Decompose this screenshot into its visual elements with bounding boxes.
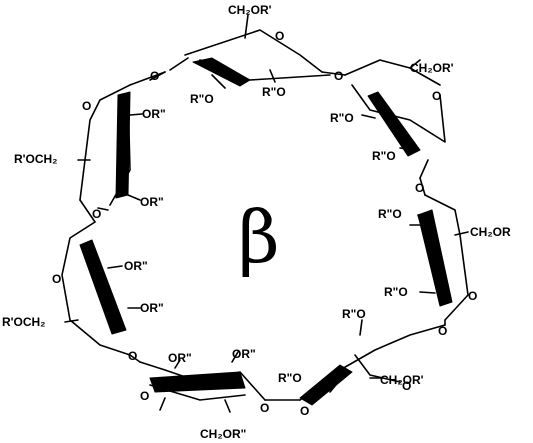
oxygen-label: O <box>128 349 137 363</box>
substituent-label: OR" <box>140 195 164 209</box>
glucose-unit-lower-right <box>299 319 446 406</box>
oxygen-label: O <box>468 289 477 303</box>
substituent-label: R"O <box>262 85 286 99</box>
beta-symbol: β <box>238 195 280 279</box>
substituent-labels: CH₂OR' R"O R"O CH₂OR' R"O R"O OR" R'OCH₂… <box>2 3 511 441</box>
oxygen-labels: O O O O O O O O O O O O O O O <box>52 29 477 418</box>
oxygen-label: O <box>432 89 441 103</box>
oxygen-label: O <box>415 181 424 195</box>
oxygen-label: O <box>260 401 269 415</box>
oxygen-label: O <box>82 99 91 113</box>
substituent-label: OR" <box>168 351 192 365</box>
oxygen-label: O <box>402 379 411 393</box>
substituent-label: OR" <box>124 259 148 273</box>
substituent-label: OR" <box>232 347 256 361</box>
substituent-label: CH₂OR' <box>410 61 454 75</box>
oxygen-label: O <box>150 69 159 83</box>
substituent-label: R"O <box>384 285 408 299</box>
substituent-label: OR" <box>140 301 164 315</box>
glucose-unit-lower-left <box>61 221 141 356</box>
substituent-label: CH₂OR' <box>380 373 424 387</box>
substituent-label: R"O <box>342 307 366 321</box>
substituent-label: R"O <box>278 371 302 385</box>
glucose-unit-top <box>169 14 331 89</box>
substituent-label: R"O <box>190 92 214 106</box>
substituent-label: CH₂OR' <box>228 3 272 17</box>
substituent-label: R"O <box>372 149 396 163</box>
substituent-label: R"O <box>330 111 354 125</box>
substituent-label: OR" <box>142 107 166 121</box>
oxygen-label: O <box>140 389 149 403</box>
glucose-unit-right <box>409 194 469 321</box>
substituent-label: R'OCH₂ <box>14 152 58 166</box>
oxygen-label: O <box>52 272 61 286</box>
substituent-label: CH₂OR" <box>200 427 246 441</box>
oxygen-label: O <box>275 29 284 43</box>
substituent-label: R'OCH₂ <box>2 315 46 329</box>
glucose-unit-upper-left <box>77 71 166 211</box>
oxygen-label: O <box>300 404 309 418</box>
glucose-unit-bottom <box>139 351 266 413</box>
substituent-label: R"O <box>378 207 402 221</box>
glycosidic-bonds <box>79 71 446 401</box>
substituent-label: CH₂OR <box>470 225 511 239</box>
glucose-unit-upper-right <box>344 59 446 179</box>
oxygen-label: O <box>92 207 101 221</box>
oxygen-label: O <box>438 324 447 338</box>
oxygen-label: O <box>334 69 343 83</box>
